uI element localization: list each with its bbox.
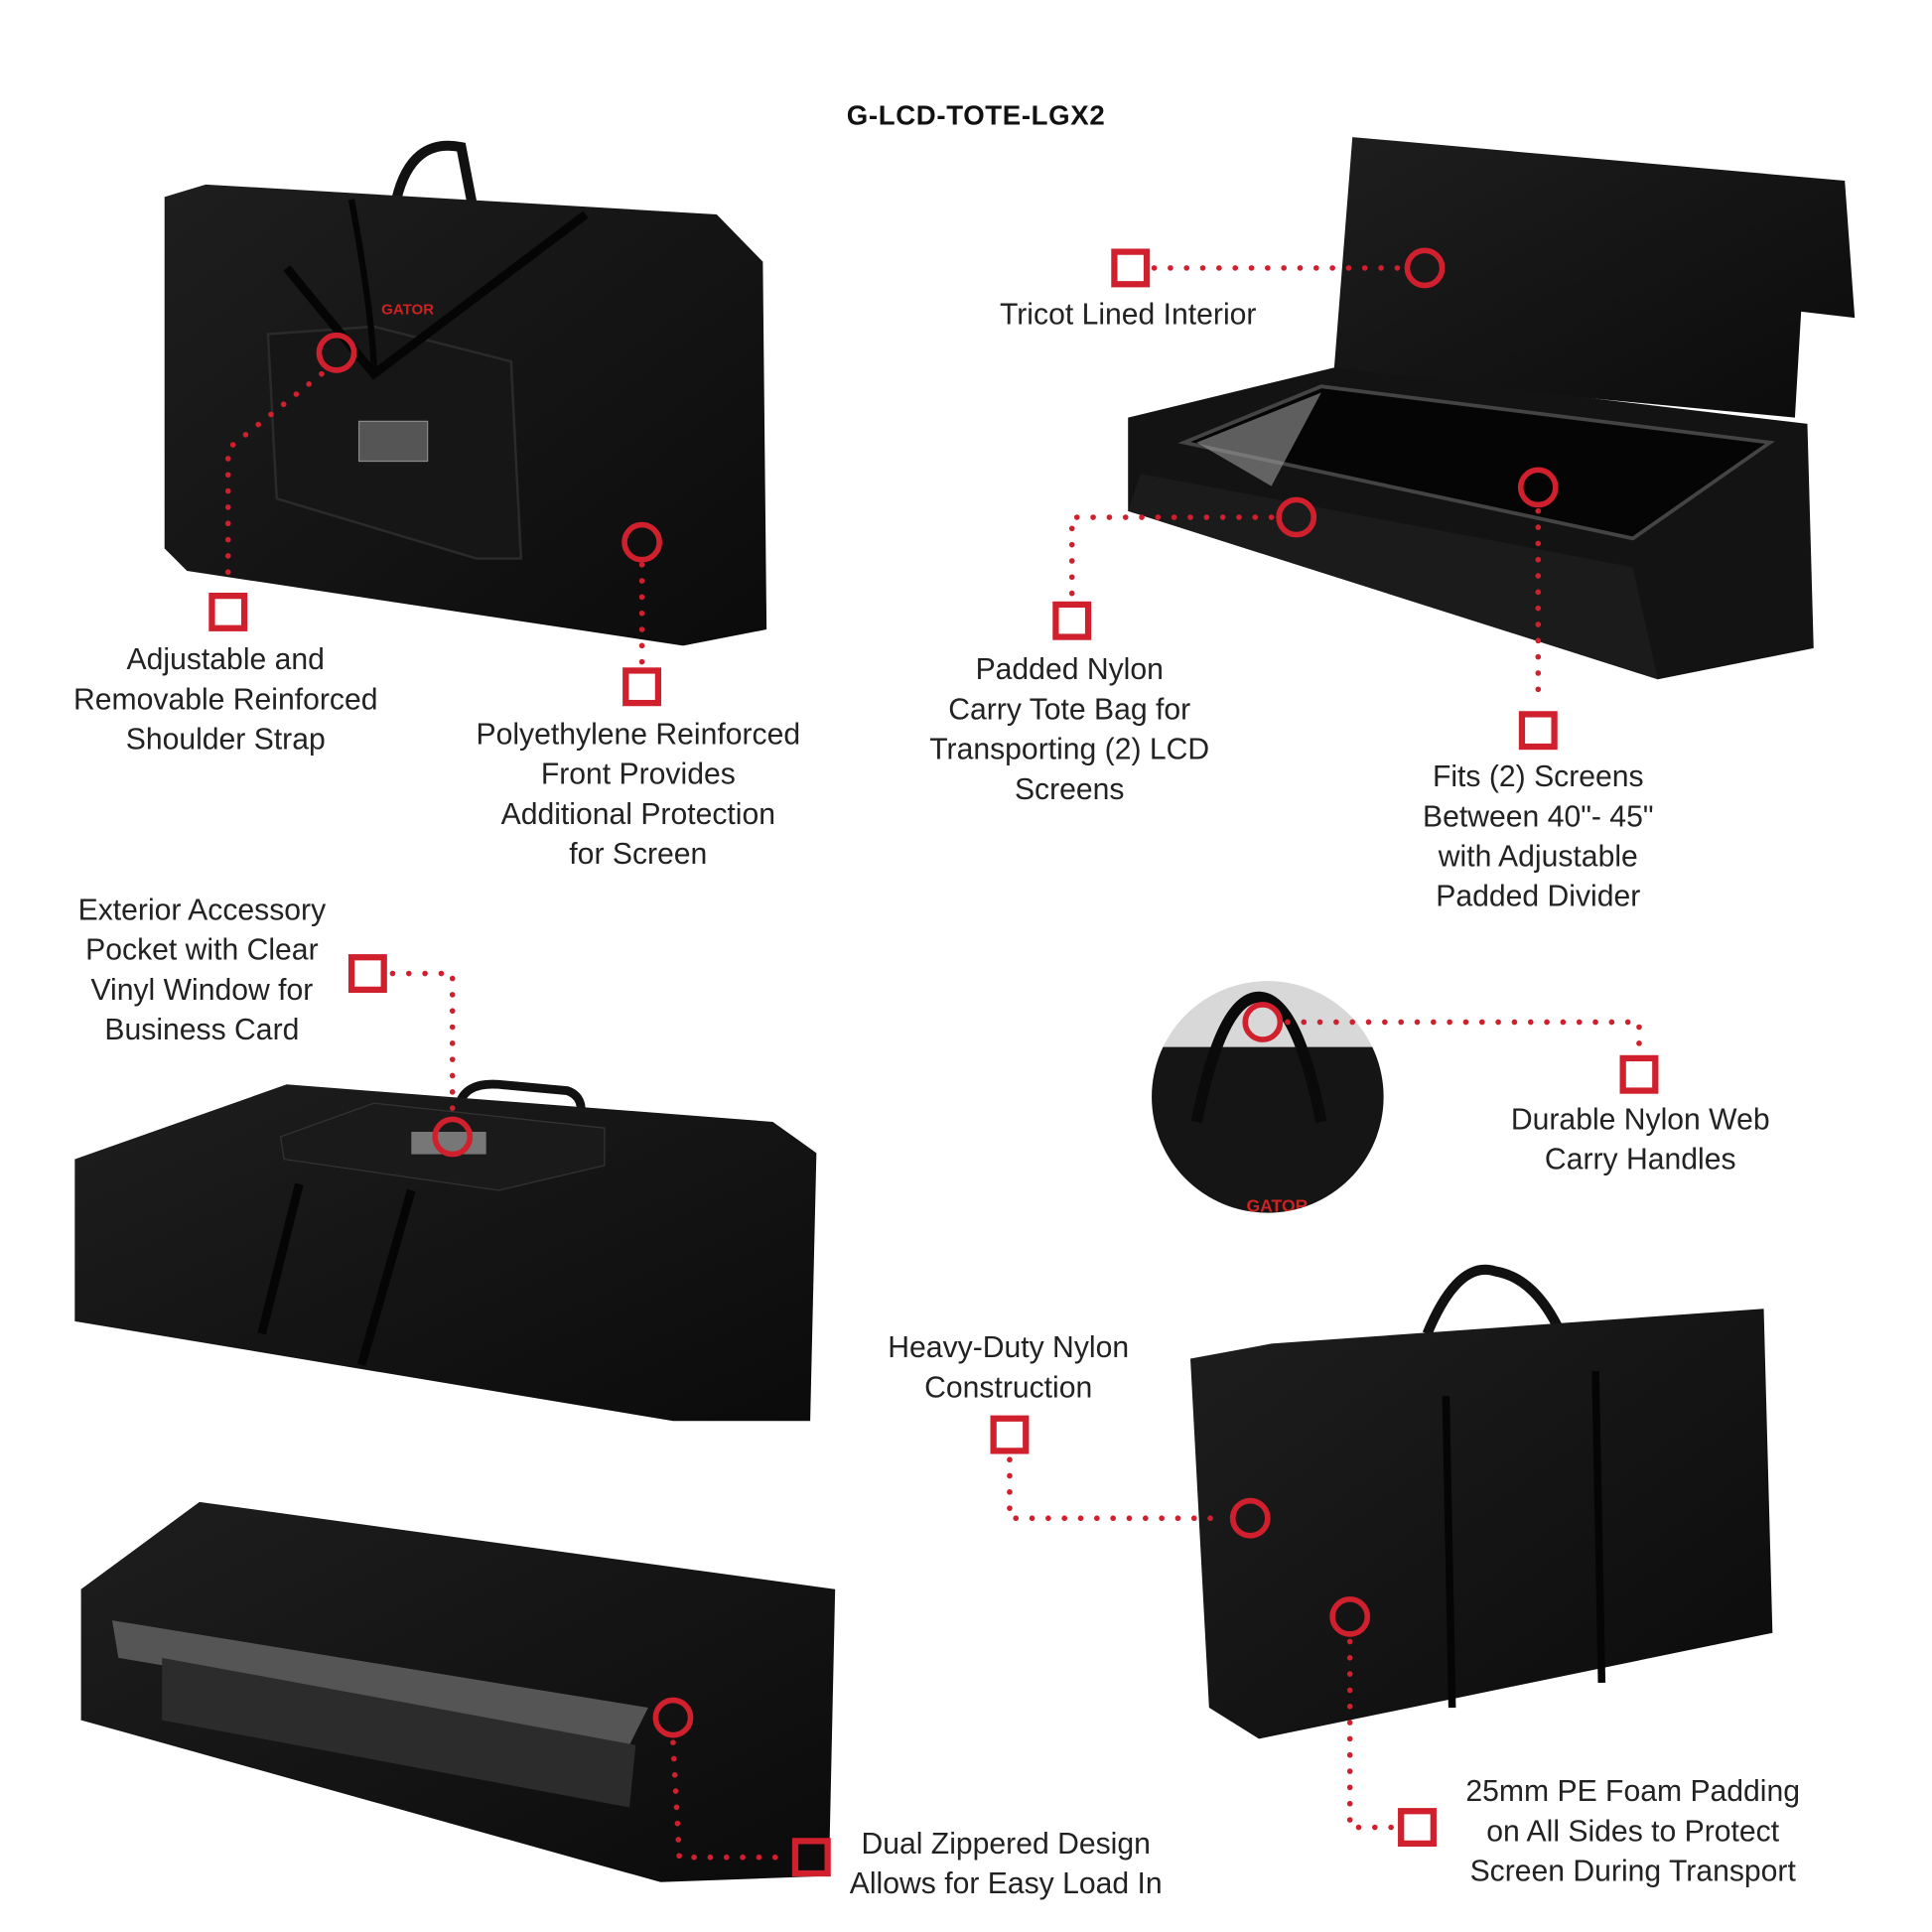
label-handles: Durable Nylon Web Carry Handles <box>1511 1101 1770 1180</box>
hotspot-circles <box>316 247 1559 1738</box>
hotspot-tricot <box>1404 247 1446 289</box>
upright-bag-side-image <box>1190 1264 1773 1739</box>
connector-padded-tote <box>1068 514 1275 599</box>
label-line: on All Sides to Protect <box>1486 1815 1780 1849</box>
label-line: Removable Reinforced <box>72 683 378 717</box>
hotspot-shoulder-strap <box>316 332 357 373</box>
label-squares <box>208 248 1659 1877</box>
label-line: Polyethylene Reinforced <box>476 718 801 753</box>
label-fits-screens: Fits (2) Screens Between 40"- 45" with A… <box>1423 758 1653 917</box>
svg-text:GATOR: GATOR <box>1247 1195 1309 1215</box>
label-shoulder-strap: Adjustable and Removable Reinforced Shou… <box>73 640 377 760</box>
label-line: Construction <box>924 1371 1093 1405</box>
label-line: Business Card <box>104 1013 300 1047</box>
label-line: Allows for Easy Load In <box>849 1866 1163 1901</box>
label-line: for Screen <box>569 837 708 872</box>
label-line: Screen During Transport <box>1469 1855 1796 1889</box>
hotspot-foam <box>1329 1595 1371 1637</box>
label-line: Fits (2) Screens <box>1432 759 1644 794</box>
square-fits-screens <box>1518 711 1558 751</box>
label-line: Tricot Lined Interior <box>999 298 1257 332</box>
square-foam <box>1398 1808 1437 1848</box>
label-pocket: Exterior Accessory Pocket with Clear Vin… <box>78 892 327 1051</box>
square-zipper <box>791 1838 831 1877</box>
handle-detail-inset: GATOR <box>1152 981 1384 1215</box>
label-line: Additional Protection <box>500 797 775 832</box>
label-line: Heavy-Duty Nylon <box>888 1330 1130 1365</box>
square-padded-tote <box>1052 601 1092 640</box>
label-line: Front Provides <box>540 758 736 792</box>
label-zipper: Dual Zippered Design Allows for Easy Loa… <box>850 1825 1163 1904</box>
hotspot-padded-tote <box>1276 496 1317 538</box>
hotspot-heavy-duty <box>1229 1497 1271 1539</box>
label-line: with Adjustable <box>1438 840 1638 875</box>
label-line: Padded Divider <box>1436 880 1641 914</box>
connector-pocket <box>389 970 456 1115</box>
product-title: G-LCD-TOTE-LGX2 <box>846 99 1106 131</box>
flat-bag-image <box>74 1079 817 1422</box>
hotspot-zipper <box>652 1697 694 1738</box>
square-handles <box>1619 1054 1659 1094</box>
label-line: Shoulder Strap <box>125 723 326 758</box>
label-heavy-duty: Heavy-Duty Nylon Construction <box>888 1328 1129 1408</box>
label-line: Dual Zippered Design <box>861 1827 1151 1862</box>
label-line: Durable Nylon Web <box>1510 1103 1770 1138</box>
label-foam: 25mm PE Foam Padding on All Sides to Pro… <box>1465 1772 1800 1892</box>
hotspot-handles <box>1242 1002 1284 1042</box>
hotspot-pocket <box>432 1116 474 1158</box>
open-bag-image <box>1128 137 1856 680</box>
label-line: Adjustable and <box>126 642 325 677</box>
square-tricot <box>1111 248 1151 288</box>
connector-heavy-duty <box>1007 1456 1228 1522</box>
square-pocket <box>347 954 387 994</box>
callout-markers <box>208 247 1659 1877</box>
hotspot-fits-screens <box>1517 467 1559 508</box>
gator-logo: GATOR <box>381 301 434 318</box>
label-line: Transporting (2) LCD <box>929 733 1210 767</box>
label-line: Carry Handles <box>1544 1143 1736 1177</box>
label-line: Vinyl Window for <box>90 973 314 1008</box>
square-shoulder-strap <box>208 592 248 631</box>
label-line: Exterior Accessory <box>77 894 327 928</box>
connector-zipper <box>670 1739 790 1861</box>
label-line: Between 40"- 45" <box>1423 800 1654 834</box>
connector-shoulder-strap <box>224 370 325 589</box>
label-pe-front: Polyethylene Reinforced Front Provides A… <box>477 716 801 876</box>
label-padded-tote: Padded Nylon Carry Tote Bag for Transpor… <box>929 650 1209 810</box>
label-tricot: Tricot Lined Interior <box>1000 296 1256 336</box>
upright-bag-image: GATOR <box>164 140 767 646</box>
open-front-bag-image <box>80 1501 836 1882</box>
label-line: Pocket with Clear <box>85 933 319 968</box>
label-line: Screens <box>1014 772 1125 807</box>
label-line: Padded Nylon <box>975 652 1164 687</box>
label-line: Carry Tote Bag for <box>948 693 1191 727</box>
square-heavy-duty <box>990 1415 1030 1454</box>
hotspot-pe-front <box>621 521 662 563</box>
square-pe-front <box>622 667 662 707</box>
label-line: 25mm PE Foam Padding <box>1465 1774 1801 1809</box>
